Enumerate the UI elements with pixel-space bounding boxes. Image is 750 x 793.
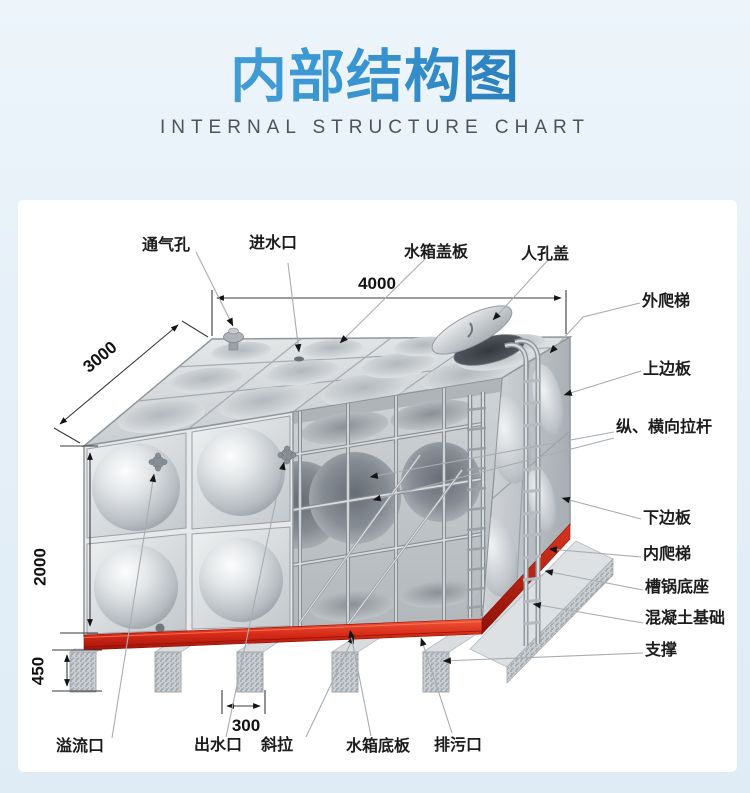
label-vent: 通气孔 — [142, 237, 191, 254]
overflow-fitting — [148, 452, 168, 472]
front-panel-bulge — [92, 443, 180, 531]
label-support: 支撑 — [645, 642, 678, 659]
label-tank-bottom-plate: 水箱底板 — [346, 738, 411, 755]
page-title: 内部结构图 — [0, 46, 750, 109]
label-external-ladder: 外爬梯 — [642, 293, 691, 310]
label-channel-base: 槽锅底座 — [645, 579, 710, 596]
label-outlet: 出水口 — [194, 737, 243, 754]
page-subtitle: INTERNAL STRUCTURE CHART — [159, 116, 591, 138]
diagonal-braces — [298, 454, 464, 625]
external-ladder — [504, 338, 542, 646]
outlet-fitting — [277, 445, 297, 465]
dim-beam-gap: 300 — [231, 716, 261, 735]
manhole-cover — [431, 305, 525, 366]
label-overflow: 溢流口 — [56, 738, 105, 755]
label-bottom-side-plate: 下边板 — [643, 510, 692, 527]
label-concrete-foundation: 混凝土基础 — [645, 610, 726, 627]
dim-width: 4000 — [358, 274, 396, 293]
label-drain: 排污口 — [434, 737, 483, 754]
title-block: 内部结构图 INTERNAL STRUCTURE CHART — [0, 46, 750, 139]
vent-fitting — [223, 327, 244, 351]
label-inlet: 进水口 — [249, 235, 298, 252]
internal-ladder — [466, 392, 487, 618]
dimension-lines — [52, 290, 567, 714]
label-internal-ladder: 内爬梯 — [643, 546, 692, 563]
tank-front-face — [83, 411, 297, 637]
inlet-hole — [294, 356, 304, 362]
label-manhole: 人孔盖 — [521, 246, 570, 263]
bottom-fitting — [155, 623, 165, 633]
label-top-side-plate: 上边板 — [643, 361, 692, 378]
label-tie-rods: 纵、横向拉杆 — [616, 419, 713, 436]
tank-cutaway-interior — [293, 378, 502, 628]
dim-base-height: 450 — [28, 656, 48, 686]
label-diagonal-brace: 斜拉 — [261, 737, 294, 754]
dim-height: 2000 — [30, 548, 50, 586]
label-cover-plate: 水箱盖板 — [404, 244, 469, 261]
leader-lines — [111, 251, 644, 739]
